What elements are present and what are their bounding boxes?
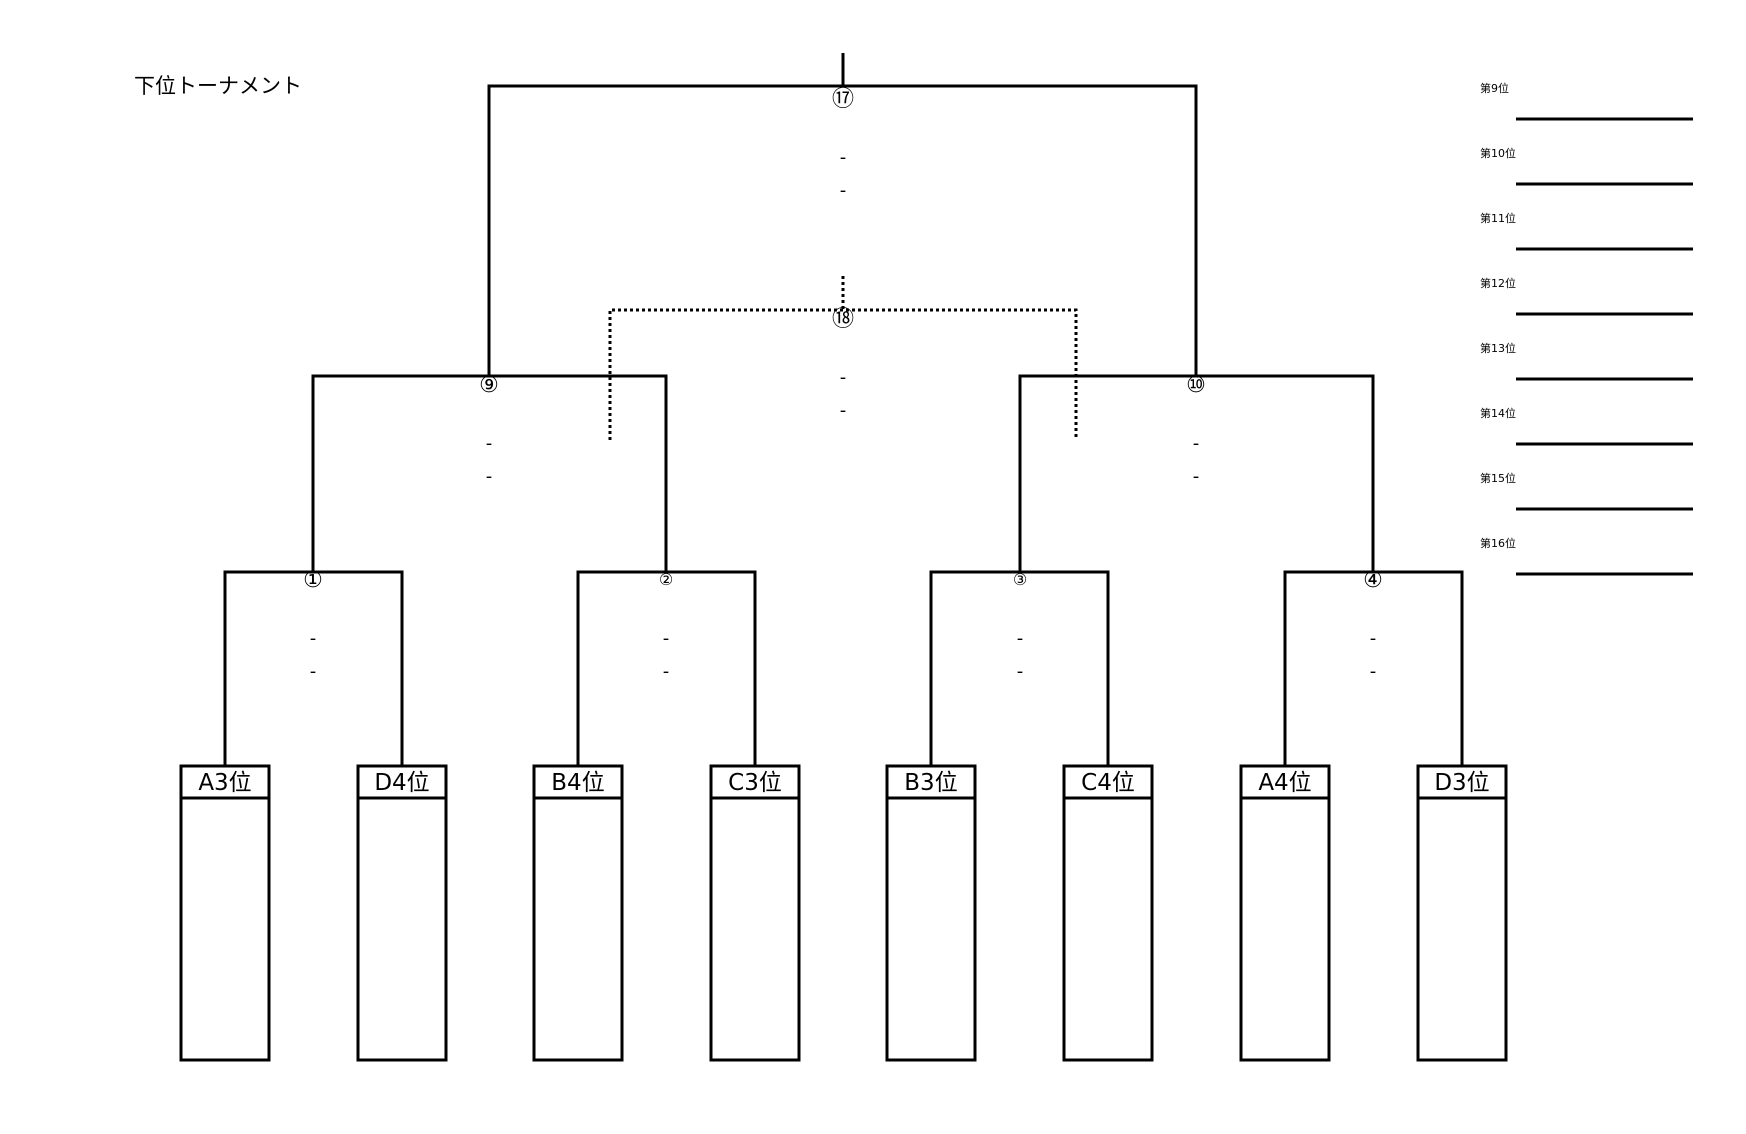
ranking-label: 第12位 — [1480, 276, 1516, 290]
page-title: 下位トーナメント — [134, 74, 302, 98]
ranking-label: 第10位 — [1480, 146, 1516, 160]
match-1-connector — [223, 570, 404, 766]
entrant-slot-box[interactable] — [709, 764, 801, 1062]
score-bottom: - — [840, 400, 847, 421]
entrant-slot-box[interactable] — [1416, 764, 1508, 1062]
score-top: - — [1017, 628, 1024, 649]
score-top: - — [840, 367, 847, 388]
score-top: - — [663, 628, 670, 649]
match-4-connector — [1283, 570, 1464, 766]
entrant-slot-box[interactable] — [179, 764, 271, 1062]
match-number-m3: ③ — [1013, 570, 1027, 589]
entrant-slot-label: B3位 — [904, 770, 957, 796]
semi-10-connector — [1018, 374, 1375, 572]
score-bottom: - — [1370, 661, 1377, 682]
entrant-slot-label: A3位 — [198, 770, 251, 796]
bracket-lines — [223, 53, 1464, 766]
final-connector — [487, 53, 1198, 376]
score-bottom: - — [1193, 466, 1200, 487]
match-number-m2: ② — [659, 570, 673, 589]
match-number-m4: ④ — [1363, 568, 1383, 593]
entrant-slot-box[interactable] — [356, 764, 448, 1062]
score-top: - — [1193, 433, 1200, 454]
match-number-m18: ⑱ — [832, 307, 854, 332]
score-bottom: - — [1017, 661, 1024, 682]
score-top: - — [840, 147, 847, 168]
entrant-slot-label: B4位 — [551, 770, 604, 796]
match-number-m10: ⑩ — [1186, 373, 1206, 398]
entrant-slot-label: A4位 — [1258, 770, 1311, 796]
score-bottom: - — [663, 661, 670, 682]
ranking-label: 第11位 — [1480, 211, 1516, 225]
match-number-m17: ⑰ — [832, 87, 854, 112]
third-place-connector — [608, 276, 1078, 440]
match-number-m9: ⑨ — [479, 373, 499, 398]
entrant-slot-box[interactable] — [1239, 764, 1331, 1062]
entrant-slot-label: D4位 — [374, 770, 429, 796]
match-2-connector — [576, 570, 757, 766]
entrant-slot-label: C3位 — [728, 770, 782, 796]
entrant-slot-box[interactable] — [885, 764, 977, 1062]
entrant-slot-box[interactable] — [1062, 764, 1154, 1062]
ranking-label: 第16位 — [1480, 536, 1516, 550]
score-bottom: - — [310, 661, 317, 682]
entrant-slot-label: D3位 — [1434, 770, 1489, 796]
match-3-connector — [929, 570, 1110, 766]
ranking-label: 第9位 — [1480, 81, 1509, 95]
ranking-label: 第15位 — [1480, 471, 1516, 485]
score-bottom: - — [486, 466, 493, 487]
ranking-label: 第13位 — [1480, 341, 1516, 355]
score-top: - — [310, 628, 317, 649]
semi-9-connector — [311, 374, 668, 572]
score-bottom: - — [840, 180, 847, 201]
ranking-label: 第14位 — [1480, 406, 1516, 420]
match-number-m1: ① — [303, 568, 323, 593]
score-top: - — [486, 433, 493, 454]
entrant-slot-label: C4位 — [1081, 770, 1135, 796]
score-top: - — [1370, 628, 1377, 649]
entrant-slot-box[interactable] — [532, 764, 624, 1062]
